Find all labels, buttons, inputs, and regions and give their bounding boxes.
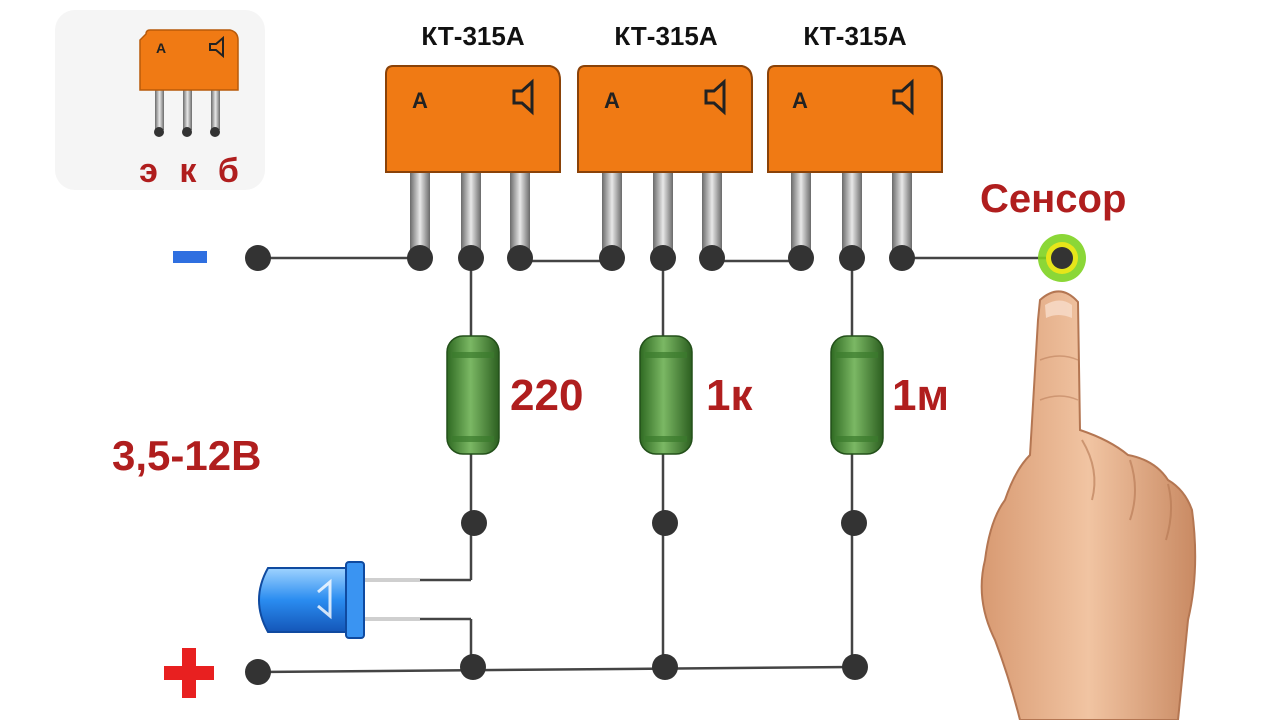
transistor-1-part-label: КТ-315А [421,21,524,51]
pinout-speaker-icon [209,35,224,59]
transistor-2-mark: А [604,88,620,113]
sensor-label: Сенсор [980,177,1126,221]
wires [257,256,1062,674]
plus-symbol [164,648,214,698]
transistor-1-mark: А [412,88,428,113]
transistor-2-body [577,65,753,173]
transistor-3-body [767,65,943,173]
transistor-3-speaker-icon [892,78,914,116]
resistor-2-body [639,335,693,455]
transistor-3-legs [791,172,912,258]
resistor-1-body [446,335,500,455]
transistor-3-part-label: КТ-315А [803,21,906,51]
transistor-1-legs [410,172,530,258]
led-body [258,567,353,633]
resistor-3-value: 1м [892,371,949,420]
led-rim [345,561,365,639]
transistor-2-part-label: КТ-315А [614,21,717,51]
supply-voltage: 3,5-12В [112,432,261,479]
pinout-icon: А э к б [55,10,265,190]
transistor-2: А КТ-315А [577,21,753,258]
resistor-1m: 1м [830,335,949,455]
transistor-3-mark: А [792,88,808,113]
resistor-1-value: 220 [510,371,583,420]
led [258,561,420,639]
pinout-legs [154,88,220,137]
resistor-2-value: 1к [706,371,753,420]
pinout-pin-labels: э к б [139,152,245,190]
transistor-1: А КТ-315А [385,21,561,258]
sensor-contact [1038,234,1086,282]
resistor-3-body [830,335,884,455]
transistor-2-speaker-icon [704,78,726,116]
minus-symbol-text: - [0,0,1,1]
transistor-2-legs [602,172,722,258]
transistor-3: А КТ-315А [767,21,943,258]
junction-dots [245,245,915,685]
resistor-220: 220 [446,335,583,455]
minus-symbol [173,251,207,263]
transistor-1-speaker-icon [512,78,534,116]
plus-symbol-text: + [0,0,1,1]
pinout-mark-a: А [156,40,166,56]
pointing-hand-icon [980,290,1197,720]
resistor-1k: 1к [639,335,753,455]
transistor-1-body [385,65,561,173]
